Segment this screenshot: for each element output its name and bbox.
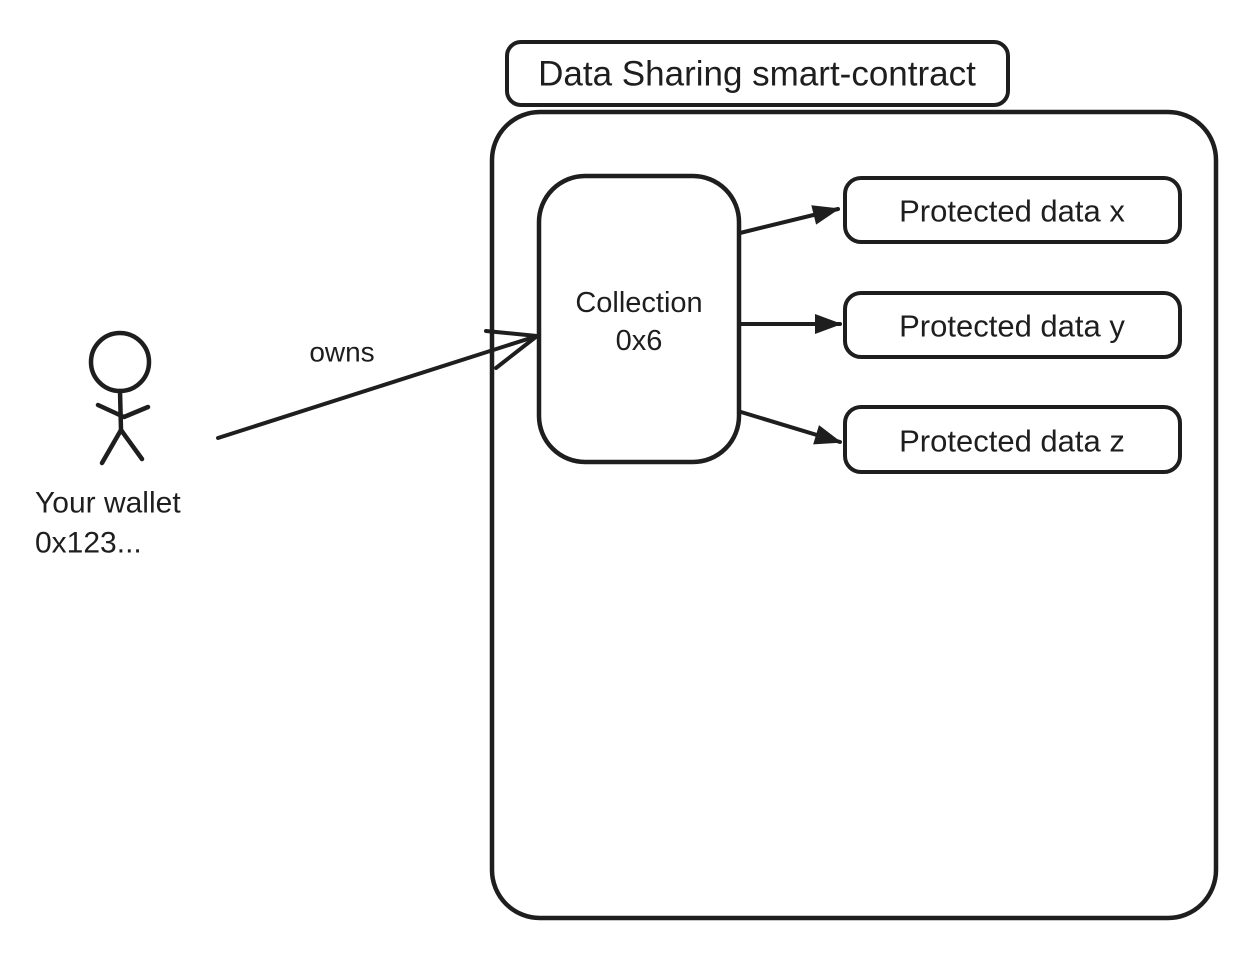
stick-figure-left-leg <box>99 427 124 466</box>
wallet-label-line2: 0x123... <box>35 527 142 560</box>
stick-figure-body <box>117 388 124 433</box>
wallet-label-line1: Your wallet <box>35 487 181 520</box>
arrow-collection-to-z <box>739 410 842 445</box>
collection-label-line2: 0x6 <box>616 325 663 357</box>
protected-data-y-box: Protected data y <box>843 291 1182 359</box>
title-box-border <box>505 40 1010 107</box>
owns-arrow <box>216 329 539 440</box>
stick-figure-arms <box>95 402 151 420</box>
protected-data-y-border <box>843 291 1182 359</box>
collection-box: Collection 0x6 <box>536 173 742 465</box>
owns-arrow-barb-bottom <box>494 334 539 370</box>
protected-data-z-label: Protected data z <box>899 424 1125 459</box>
protected-data-x-border <box>843 176 1182 244</box>
diagram-title: Data Sharing smart-contract <box>538 55 976 94</box>
owns-arrow-shaft <box>216 334 539 440</box>
stick-figure-right-leg <box>118 427 145 462</box>
user-stick-figure-icon <box>88 330 152 466</box>
owns-arrow-barb-top <box>484 329 539 338</box>
protected-data-x-label: Protected data x <box>899 194 1125 229</box>
protected-data-z-border <box>843 405 1182 474</box>
collection-box-border <box>536 173 742 465</box>
title-box: Data Sharing smart-contract <box>505 40 1010 107</box>
stick-figure-head <box>88 330 152 394</box>
arrow-collection-to-x <box>738 205 840 235</box>
protected-data-x-box: Protected data x <box>843 176 1182 244</box>
protected-data-z-box: Protected data z <box>843 405 1182 474</box>
owns-label: owns <box>309 337 374 368</box>
protected-data-y-label: Protected data y <box>899 309 1125 344</box>
collection-label-line1: Collection <box>575 287 702 319</box>
